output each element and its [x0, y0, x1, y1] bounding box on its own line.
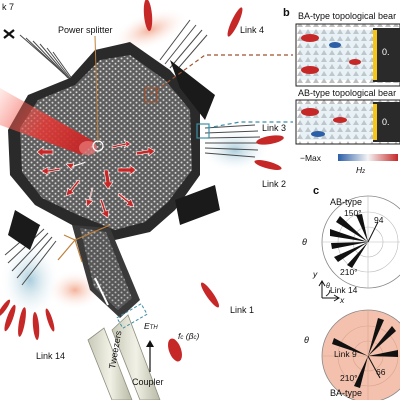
scale-min-label: −Max — [300, 153, 322, 163]
link2-label: Link 2 — [262, 179, 287, 189]
panel-b-letter: b — [283, 7, 290, 19]
angle-94-label: 94 — [374, 215, 384, 225]
coupler-label: Coupler — [132, 377, 164, 387]
theta-bottom-label: θ — [304, 335, 309, 345]
link7-marker — [3, 29, 15, 39]
axes-glyph — [318, 280, 340, 302]
propagation-arrows — [36, 139, 156, 219]
field-label: Hz — [356, 165, 366, 175]
output-glows — [0, 8, 270, 320]
tweezers — [87, 314, 161, 400]
connector-ba — [149, 54, 293, 96]
link9-label: Link 9 — [334, 349, 357, 359]
panel-c-letter: c — [313, 185, 320, 197]
angle-210-bottom-label: 210° — [340, 373, 358, 383]
fc-label: fc (βc) — [178, 331, 200, 341]
incident-beam — [0, 88, 97, 155]
link7-label: k 7 — [2, 2, 15, 12]
link14-label: Link 14 — [36, 351, 66, 361]
angle-66-label: 66 — [376, 367, 386, 377]
theta-top-label: θ — [302, 237, 307, 247]
panel-c-ab-polar — [321, 195, 400, 289]
link1-label: Link 1 — [230, 305, 255, 315]
inset-box-ab — [196, 123, 210, 139]
inset-box-ba — [144, 87, 158, 103]
angle-210-top-label: 210° — [340, 267, 358, 277]
probe-lines — [57, 224, 111, 263]
link4-label: Link 4 — [240, 25, 265, 35]
power-splitter-leader — [94, 35, 99, 142]
angle-150-label: 150° — [344, 208, 362, 218]
ba-type-title: BA-type topological bear — [298, 11, 397, 21]
axis-theta-label: θ — [326, 283, 330, 290]
ab-value: 0. — [382, 117, 390, 127]
panel-c-ba-polar — [321, 309, 400, 400]
panel-b-ba-inset — [295, 23, 400, 87]
coupler-lobe — [168, 338, 182, 362]
waveguide-leads — [4, 19, 261, 286]
link14-polar-label: Link 14 — [330, 285, 358, 295]
power-splitter-label: Power splitter — [58, 25, 113, 35]
axis-y-label: y — [313, 269, 318, 279]
ba-value: 0. — [382, 47, 390, 57]
panel-b-ab-inset — [295, 99, 400, 145]
colour-scale-bar — [338, 154, 398, 161]
chip — [8, 42, 220, 318]
ab-type-title: AB-type topological bear — [298, 88, 397, 98]
output-lobes — [0, 0, 284, 340]
axis-x-label: x — [340, 295, 345, 305]
link3-label: Link 3 — [262, 123, 287, 133]
eth-label: ETH — [144, 321, 158, 331]
ba-type-label: BA-type — [330, 388, 363, 398]
ab-type-label: AB-type — [330, 197, 363, 207]
